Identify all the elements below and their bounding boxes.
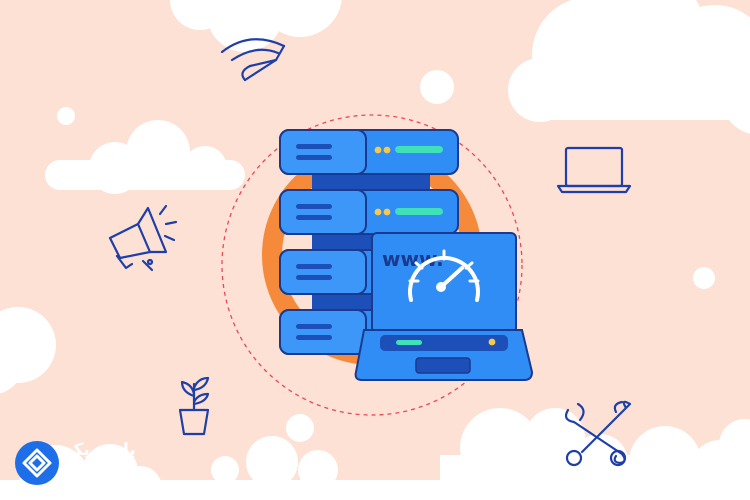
server-unit-1 (279, 129, 459, 175)
megaphone-icon (108, 204, 178, 272)
brand-logo: پارس‌پک Pars Pack (14, 440, 174, 486)
plant-icon (178, 376, 210, 436)
logo-name-en: Pars Pack (66, 464, 136, 480)
cloud-top-left-puff (170, 0, 342, 52)
dashed-ring (221, 114, 523, 416)
speedometer-gauge (408, 249, 480, 302)
cloud-bottom-right (440, 408, 750, 500)
cloud-top-right (508, 0, 750, 134)
wrench-icon (564, 400, 632, 467)
laptop-illustration: www. (354, 232, 534, 381)
logo-name-fa: پارس‌پک (66, 440, 136, 460)
logo-mark-icon (15, 441, 59, 485)
server-unit-2 (279, 189, 459, 235)
cloud-left (45, 120, 245, 194)
dot-2 (693, 267, 715, 289)
laptop-icon (556, 146, 632, 194)
dot-4 (289, 416, 313, 440)
dot-1 (420, 70, 454, 104)
speedometer-icon (220, 38, 286, 82)
dot-3 (57, 107, 75, 125)
